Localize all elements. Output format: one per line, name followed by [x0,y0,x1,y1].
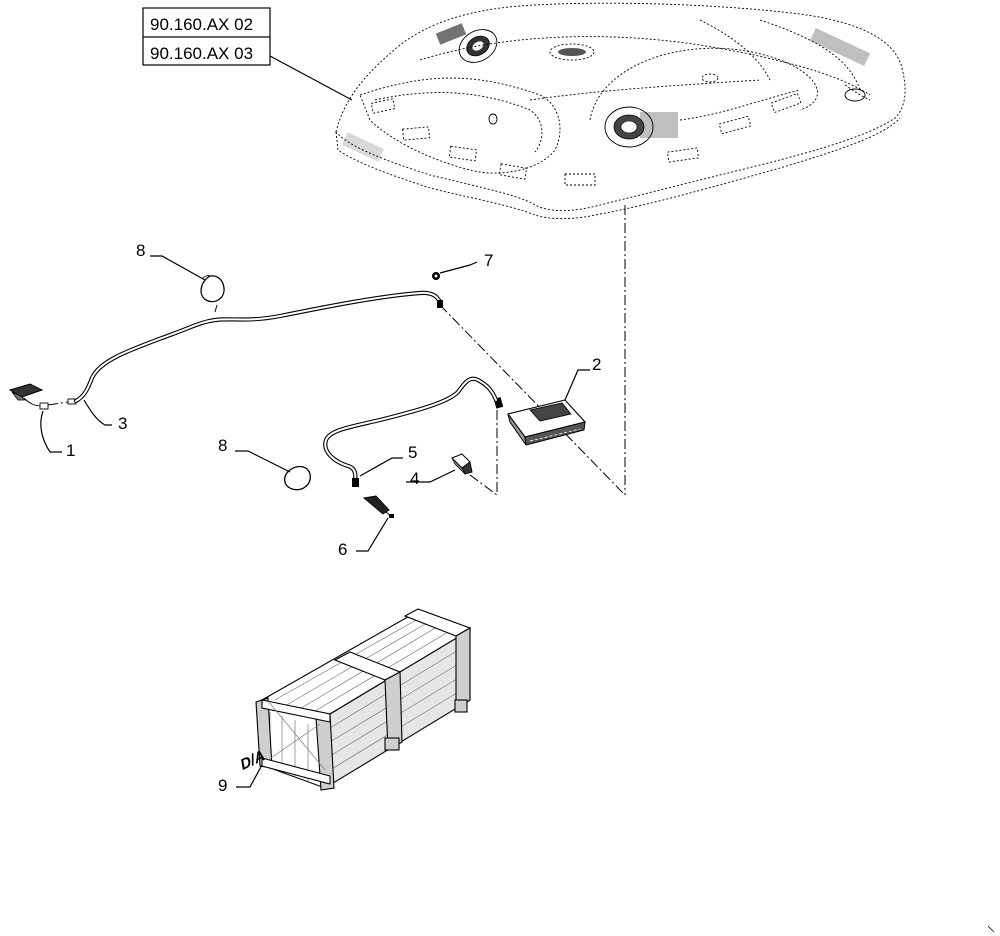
callout-leaders [40,255,590,788]
reference-label-2[interactable]: 90.160.AX 03 [150,44,253,63]
connector-part[interactable] [362,495,394,518]
callout-2[interactable]: 2 [592,355,601,374]
cable-tie-top[interactable] [200,275,225,303]
antenna-cable[interactable] [73,290,443,404]
callout-8-bottom[interactable]: 8 [218,436,227,455]
callout-6[interactable]: 6 [338,540,347,559]
reference-leader [269,55,353,101]
packing-crate[interactable]: D/A [240,608,472,791]
callout-3[interactable]: 3 [118,414,127,433]
reference-label-1[interactable]: 90.160.AX 02 [150,15,253,34]
callout-7[interactable]: 7 [484,251,493,270]
corner-mark [987,925,995,933]
radio-cable[interactable] [323,376,499,487]
callout-1[interactable]: 1 [66,441,75,460]
cab-roof-headliner [335,2,906,220]
bracket-part[interactable] [451,453,473,475]
callout-9[interactable]: 9 [218,776,227,795]
callout-5[interactable]: 5 [408,443,417,462]
callout-numbers: 1 2 3 4 5 6 7 8 8 9 [66,241,601,795]
cable-tie-bottom[interactable] [283,465,311,491]
callout-4[interactable]: 4 [410,469,419,488]
radio-unit[interactable] [493,397,587,446]
nut-part[interactable] [432,272,440,280]
crate-stencil: D/A [240,746,266,774]
callout-8-top[interactable]: 8 [136,241,145,260]
antenna-part[interactable] [8,383,77,410]
reference-box-group[interactable]: 90.160.AX 02 90.160.AX 03 [142,7,353,101]
projection-lines [214,205,626,496]
